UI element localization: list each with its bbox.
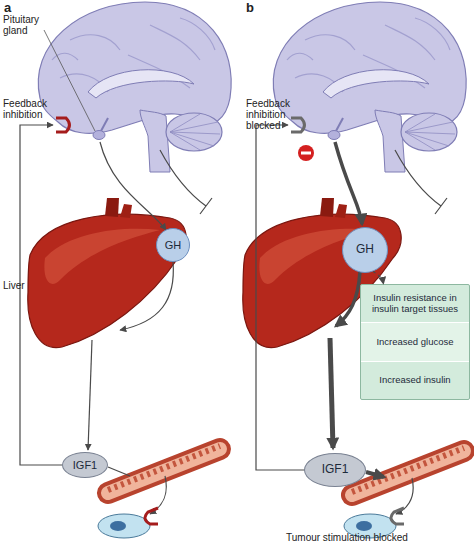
leader-line: [44, 30, 95, 131]
block-symbol: [298, 145, 314, 161]
part-label: Liver: [3, 280, 33, 291]
node-text: GH: [356, 243, 374, 257]
inhibition-line: [160, 150, 212, 214]
feedback-line: [256, 125, 305, 470]
effect-text: Increased glucose: [361, 322, 469, 360]
brain-illustration: [273, 2, 466, 172]
secretion-arrow: [335, 142, 362, 224]
receptor-symbol: [56, 118, 70, 132]
blocked-receptor: [391, 508, 404, 524]
hormone-circle: GH: [156, 228, 190, 262]
secretion-arrow: [100, 142, 166, 230]
node-text: IGF1: [73, 459, 97, 472]
effect-box: Insulin resistance in insulin target tis…: [360, 284, 470, 400]
liver-igf1-arrow: [330, 338, 333, 448]
hormone-ellipse: IGF1: [62, 452, 108, 478]
dashed-arrow: [373, 271, 383, 284]
receptor-symbol: [145, 508, 158, 524]
blocked-receptor: [291, 118, 305, 132]
part-label: Pituitary gland: [3, 14, 51, 36]
liver-illustration: [28, 198, 186, 348]
part-label: Feedback inhibition: [3, 98, 55, 120]
note-label: Tumour stimulation blocked: [286, 532, 474, 543]
tumour-cell: [98, 514, 150, 538]
feedback-line: [20, 125, 62, 465]
blood-vessel: [352, 448, 464, 495]
effect-text: Increased insulin: [361, 361, 469, 399]
inhibition-line: [395, 150, 447, 214]
node-text: GH: [165, 239, 182, 252]
cell-nucleus: [356, 521, 372, 531]
effect-text: Insulin resistance in insulin target tis…: [361, 285, 469, 322]
brain-illustration: [38, 2, 231, 172]
blood-vessel: [108, 446, 220, 493]
hormone-ellipse: IGF1: [304, 453, 366, 487]
gh-liver-arrow: [120, 262, 173, 330]
vessel-cell-arrow: [150, 476, 166, 514]
igf1-vessel-line: [108, 467, 130, 476]
block-symbol-bar: [301, 152, 311, 155]
liver-igf1-arrow: [88, 340, 92, 450]
part-label: Feedback inhibition blocked: [246, 98, 296, 131]
panel-letter: a: [4, 1, 24, 15]
hormone-circle: GH: [342, 227, 388, 273]
cell-nucleus: [110, 521, 126, 531]
node-text: IGF1: [322, 463, 349, 477]
gh-liver-arrow: [336, 272, 360, 326]
igf1-vessel-arrow: [366, 472, 384, 477]
panel-letter: b: [246, 1, 266, 15]
